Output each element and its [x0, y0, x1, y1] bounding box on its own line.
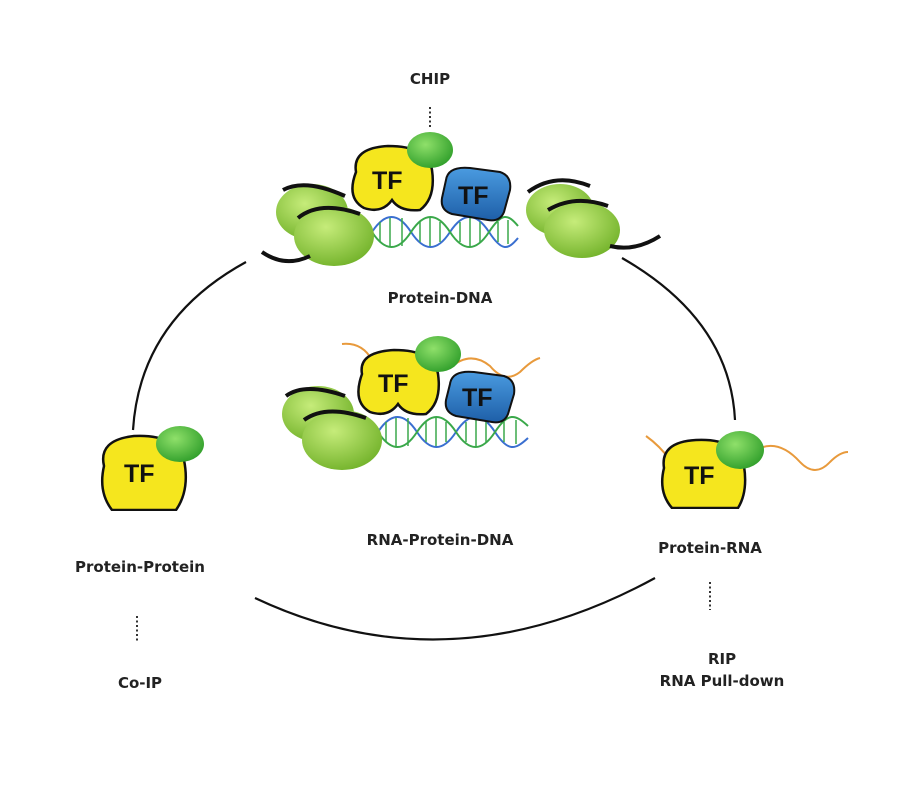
protein-dna-label: Protein-DNA	[388, 289, 493, 307]
tf-label: TF	[372, 167, 403, 195]
tag-right	[716, 431, 764, 469]
tf-yellow-middle: TF	[357, 348, 440, 416]
dna-helix-top	[371, 216, 519, 248]
protein-rna-complex: TF	[645, 431, 849, 519]
cycle-arcs	[131, 257, 737, 641]
rna-protein-dna-label: RNA-Protein-DNA	[367, 531, 514, 549]
coip-label: Co-IP	[118, 674, 162, 692]
rna-protein-dna-complex: TF TF	[282, 336, 541, 470]
tf-blue-middle: TF	[444, 370, 516, 424]
tf-label: TF	[462, 384, 493, 412]
dna-helix-middle	[377, 416, 529, 448]
nucleosome-left-top	[260, 183, 374, 266]
dotted-connectors	[136, 107, 711, 642]
tag-top	[407, 132, 453, 168]
protein-dna-complex: TF TF	[260, 132, 662, 266]
arc-bottom	[254, 577, 656, 641]
tf-blue-top: TF	[440, 166, 512, 222]
protein-rna-label: Protein-RNA	[658, 539, 762, 557]
chip-label: CHIP	[410, 70, 450, 88]
rna-pulldown-label: RNA Pull-down	[660, 672, 785, 690]
protein-protein-label: Protein-Protein	[75, 558, 205, 576]
tf-yellow-top: TF	[351, 144, 434, 212]
nucleosome-middle	[282, 386, 382, 470]
tag-middle	[415, 336, 461, 372]
tf-label: TF	[458, 182, 489, 210]
nucleosome-right-top	[526, 178, 662, 258]
tf-label: TF	[378, 370, 409, 398]
arc-left	[131, 261, 247, 431]
arc-right	[621, 257, 737, 421]
tf-label: TF	[124, 460, 155, 488]
rip-label: RIP	[708, 650, 736, 668]
tag-left	[156, 426, 204, 462]
tf-label: TF	[684, 462, 715, 490]
protein-protein-complex: TF	[70, 426, 204, 521]
